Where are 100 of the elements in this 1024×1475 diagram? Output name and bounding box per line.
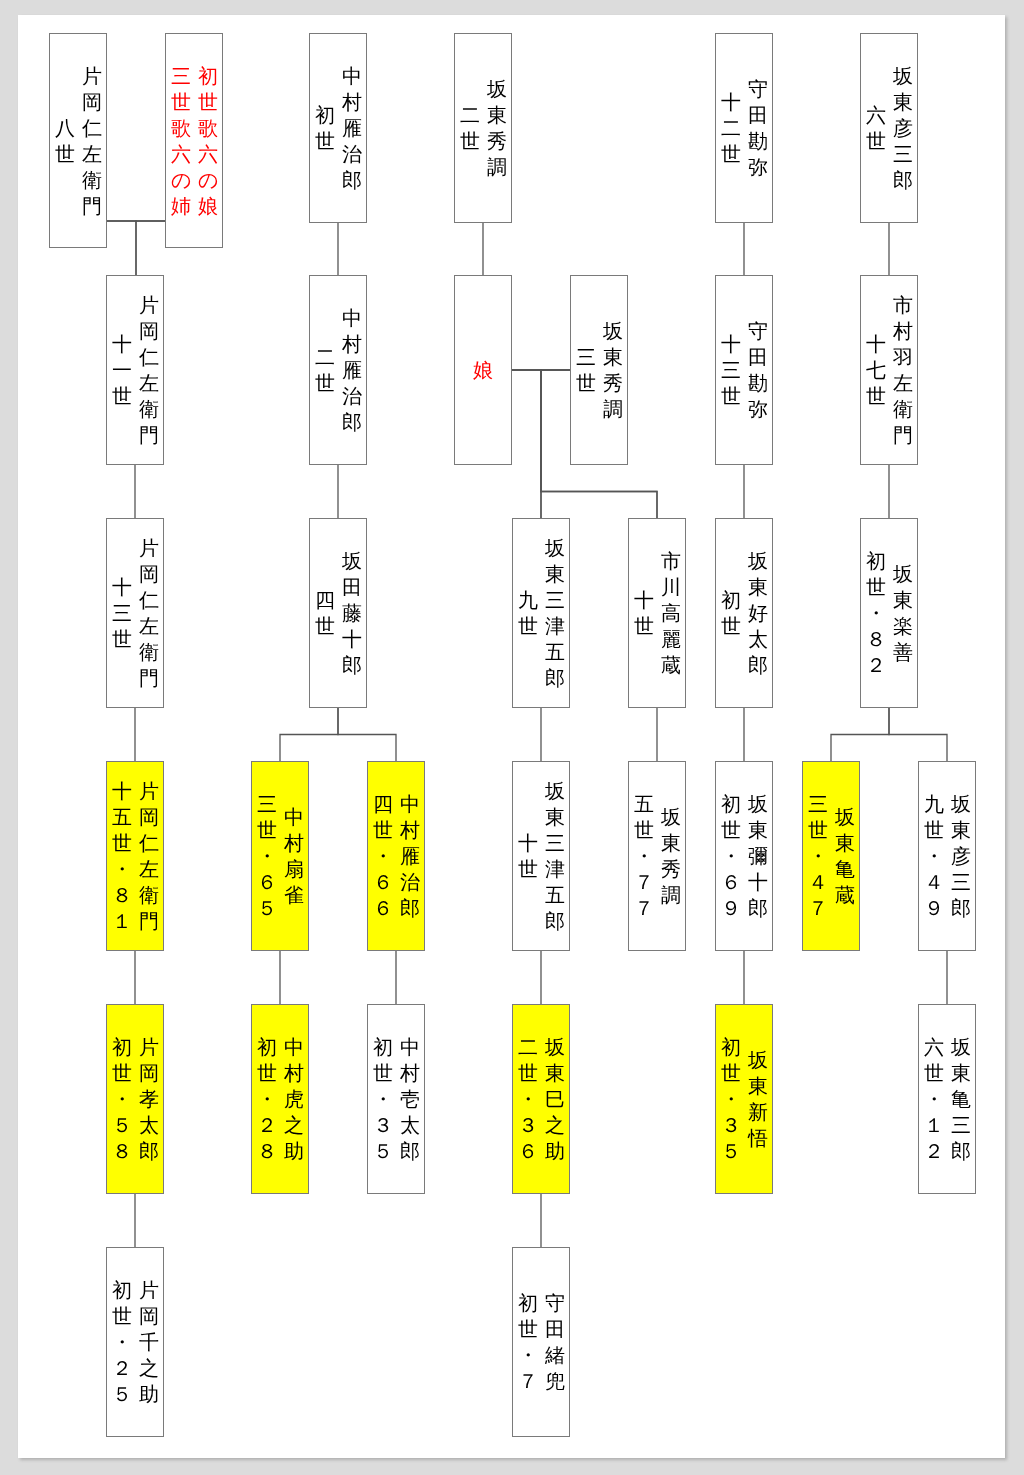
person-box xyxy=(860,275,918,465)
connector-line xyxy=(743,464,745,519)
generation-label: 九世 xyxy=(517,587,538,639)
connector-line xyxy=(337,222,339,276)
generation-label: 十三世 xyxy=(720,331,741,409)
person-box xyxy=(918,1004,976,1194)
actor-name: 中村雁治郎 xyxy=(341,63,362,193)
person-box xyxy=(106,518,164,708)
actor-name: 坂東彌十郎 xyxy=(747,791,768,921)
actor-name: 坂東彦三郎 xyxy=(950,791,971,921)
generation-label: 十世 xyxy=(633,587,654,639)
person-box xyxy=(860,33,918,223)
connector-line xyxy=(337,707,397,762)
person-box xyxy=(251,1004,309,1194)
actor-name: 守田緒兜 xyxy=(544,1290,565,1394)
person-box xyxy=(715,275,773,465)
person-box xyxy=(454,33,512,223)
generation-label: 四世 xyxy=(314,587,335,639)
person-box xyxy=(715,1004,773,1194)
actor-name: 坂東三津五郎 xyxy=(544,535,565,691)
generation-label: 初世・２８ xyxy=(256,1034,277,1164)
actor-name: 片岡仁左衛門 xyxy=(138,292,159,448)
connector-line xyxy=(134,950,136,1005)
person-box xyxy=(628,518,686,708)
actor-name: 中村雁治郎 xyxy=(341,305,362,435)
connector-line xyxy=(540,950,542,1005)
generation-label: 十世 xyxy=(517,830,538,882)
generation-label: 二世 xyxy=(459,102,480,154)
person-box xyxy=(106,1004,164,1194)
person-box xyxy=(49,33,107,248)
generation-label: 十五世・８１ xyxy=(111,778,132,934)
generation-label: 初世 xyxy=(314,102,335,154)
connector-line xyxy=(135,220,166,276)
person-box xyxy=(309,275,367,465)
note-text: 三世歌六の姉 xyxy=(170,62,191,219)
connector-line xyxy=(888,707,948,762)
connector-line xyxy=(134,707,136,762)
generation-label: 十二世 xyxy=(720,89,741,167)
actor-name: 坂東楽善 xyxy=(892,561,913,665)
connector-line xyxy=(743,707,745,762)
connector-line xyxy=(946,950,948,1005)
generation-label: 三世・６５ xyxy=(256,791,277,921)
connector-line xyxy=(279,950,281,1005)
generation-label: 十一世 xyxy=(111,331,132,409)
connector-line xyxy=(337,464,339,519)
actor-name: 坂田藤十郎 xyxy=(341,548,362,678)
actor-name: 守田勘弥 xyxy=(747,318,768,422)
generation-label: 初世・２５ xyxy=(111,1277,132,1407)
connector-line xyxy=(743,222,745,276)
person-box xyxy=(367,1004,425,1194)
connector-line xyxy=(134,464,136,519)
actor-name: 坂東亀蔵 xyxy=(834,804,855,908)
person-box xyxy=(860,518,918,708)
generation-label: 八世 xyxy=(54,114,75,167)
actor-name: 中村扇雀 xyxy=(283,804,304,908)
generation-label: 二世 xyxy=(314,344,335,396)
actor-name: 市村羽左衛門 xyxy=(892,292,913,448)
person-box xyxy=(309,518,367,708)
generation-label: 初世・３５ xyxy=(372,1034,393,1164)
generation-label: 三世・４７ xyxy=(807,791,828,921)
person-box xyxy=(570,275,628,465)
connector-line xyxy=(743,950,745,1005)
connector-line xyxy=(540,369,658,519)
connector-line xyxy=(134,1193,136,1248)
person-box xyxy=(106,275,164,465)
actor-name: 片岡仁左衛門 xyxy=(138,778,159,934)
generation-label: 九世・４９ xyxy=(923,791,944,921)
actor-name: 坂東亀三郎 xyxy=(950,1034,971,1164)
person-box xyxy=(309,33,367,223)
actor-name: 坂東彦三郎 xyxy=(892,63,913,193)
actor-name: 中村虎之助 xyxy=(283,1034,304,1164)
connector-line xyxy=(888,464,890,519)
person-box xyxy=(512,1004,570,1194)
generation-label: 初世・８２ xyxy=(865,548,886,678)
person-box xyxy=(715,761,773,951)
generation-label: 四世・６６ xyxy=(372,791,393,921)
generation-label: 二世・３６ xyxy=(517,1034,538,1164)
connector-line xyxy=(888,222,890,276)
person-box xyxy=(251,761,309,951)
connector-line xyxy=(482,222,484,276)
person-box xyxy=(715,33,773,223)
person-box xyxy=(512,518,570,708)
actor-name: 片岡仁左衛門 xyxy=(81,62,102,219)
person-box xyxy=(918,761,976,951)
person-box xyxy=(628,761,686,951)
person-label: 娘 xyxy=(472,357,494,383)
actor-name: 坂東秀調 xyxy=(660,804,681,908)
generation-label: 初世・６９ xyxy=(720,791,741,921)
person-box xyxy=(802,761,860,951)
actor-name: 坂東巳之助 xyxy=(544,1034,565,1164)
person-box xyxy=(715,518,773,708)
generation-label: 六世 xyxy=(865,102,886,154)
generation-label: 五世・７７ xyxy=(633,791,654,921)
person-box xyxy=(512,1247,570,1437)
connector-line xyxy=(540,707,542,762)
actor-name: 坂東秀調 xyxy=(486,76,507,180)
generation-label: 十三世 xyxy=(111,574,132,652)
connector-line xyxy=(656,707,658,762)
generation-label: 初世・７ xyxy=(517,1290,538,1394)
generation-label: 初世・３５ xyxy=(720,1034,741,1164)
